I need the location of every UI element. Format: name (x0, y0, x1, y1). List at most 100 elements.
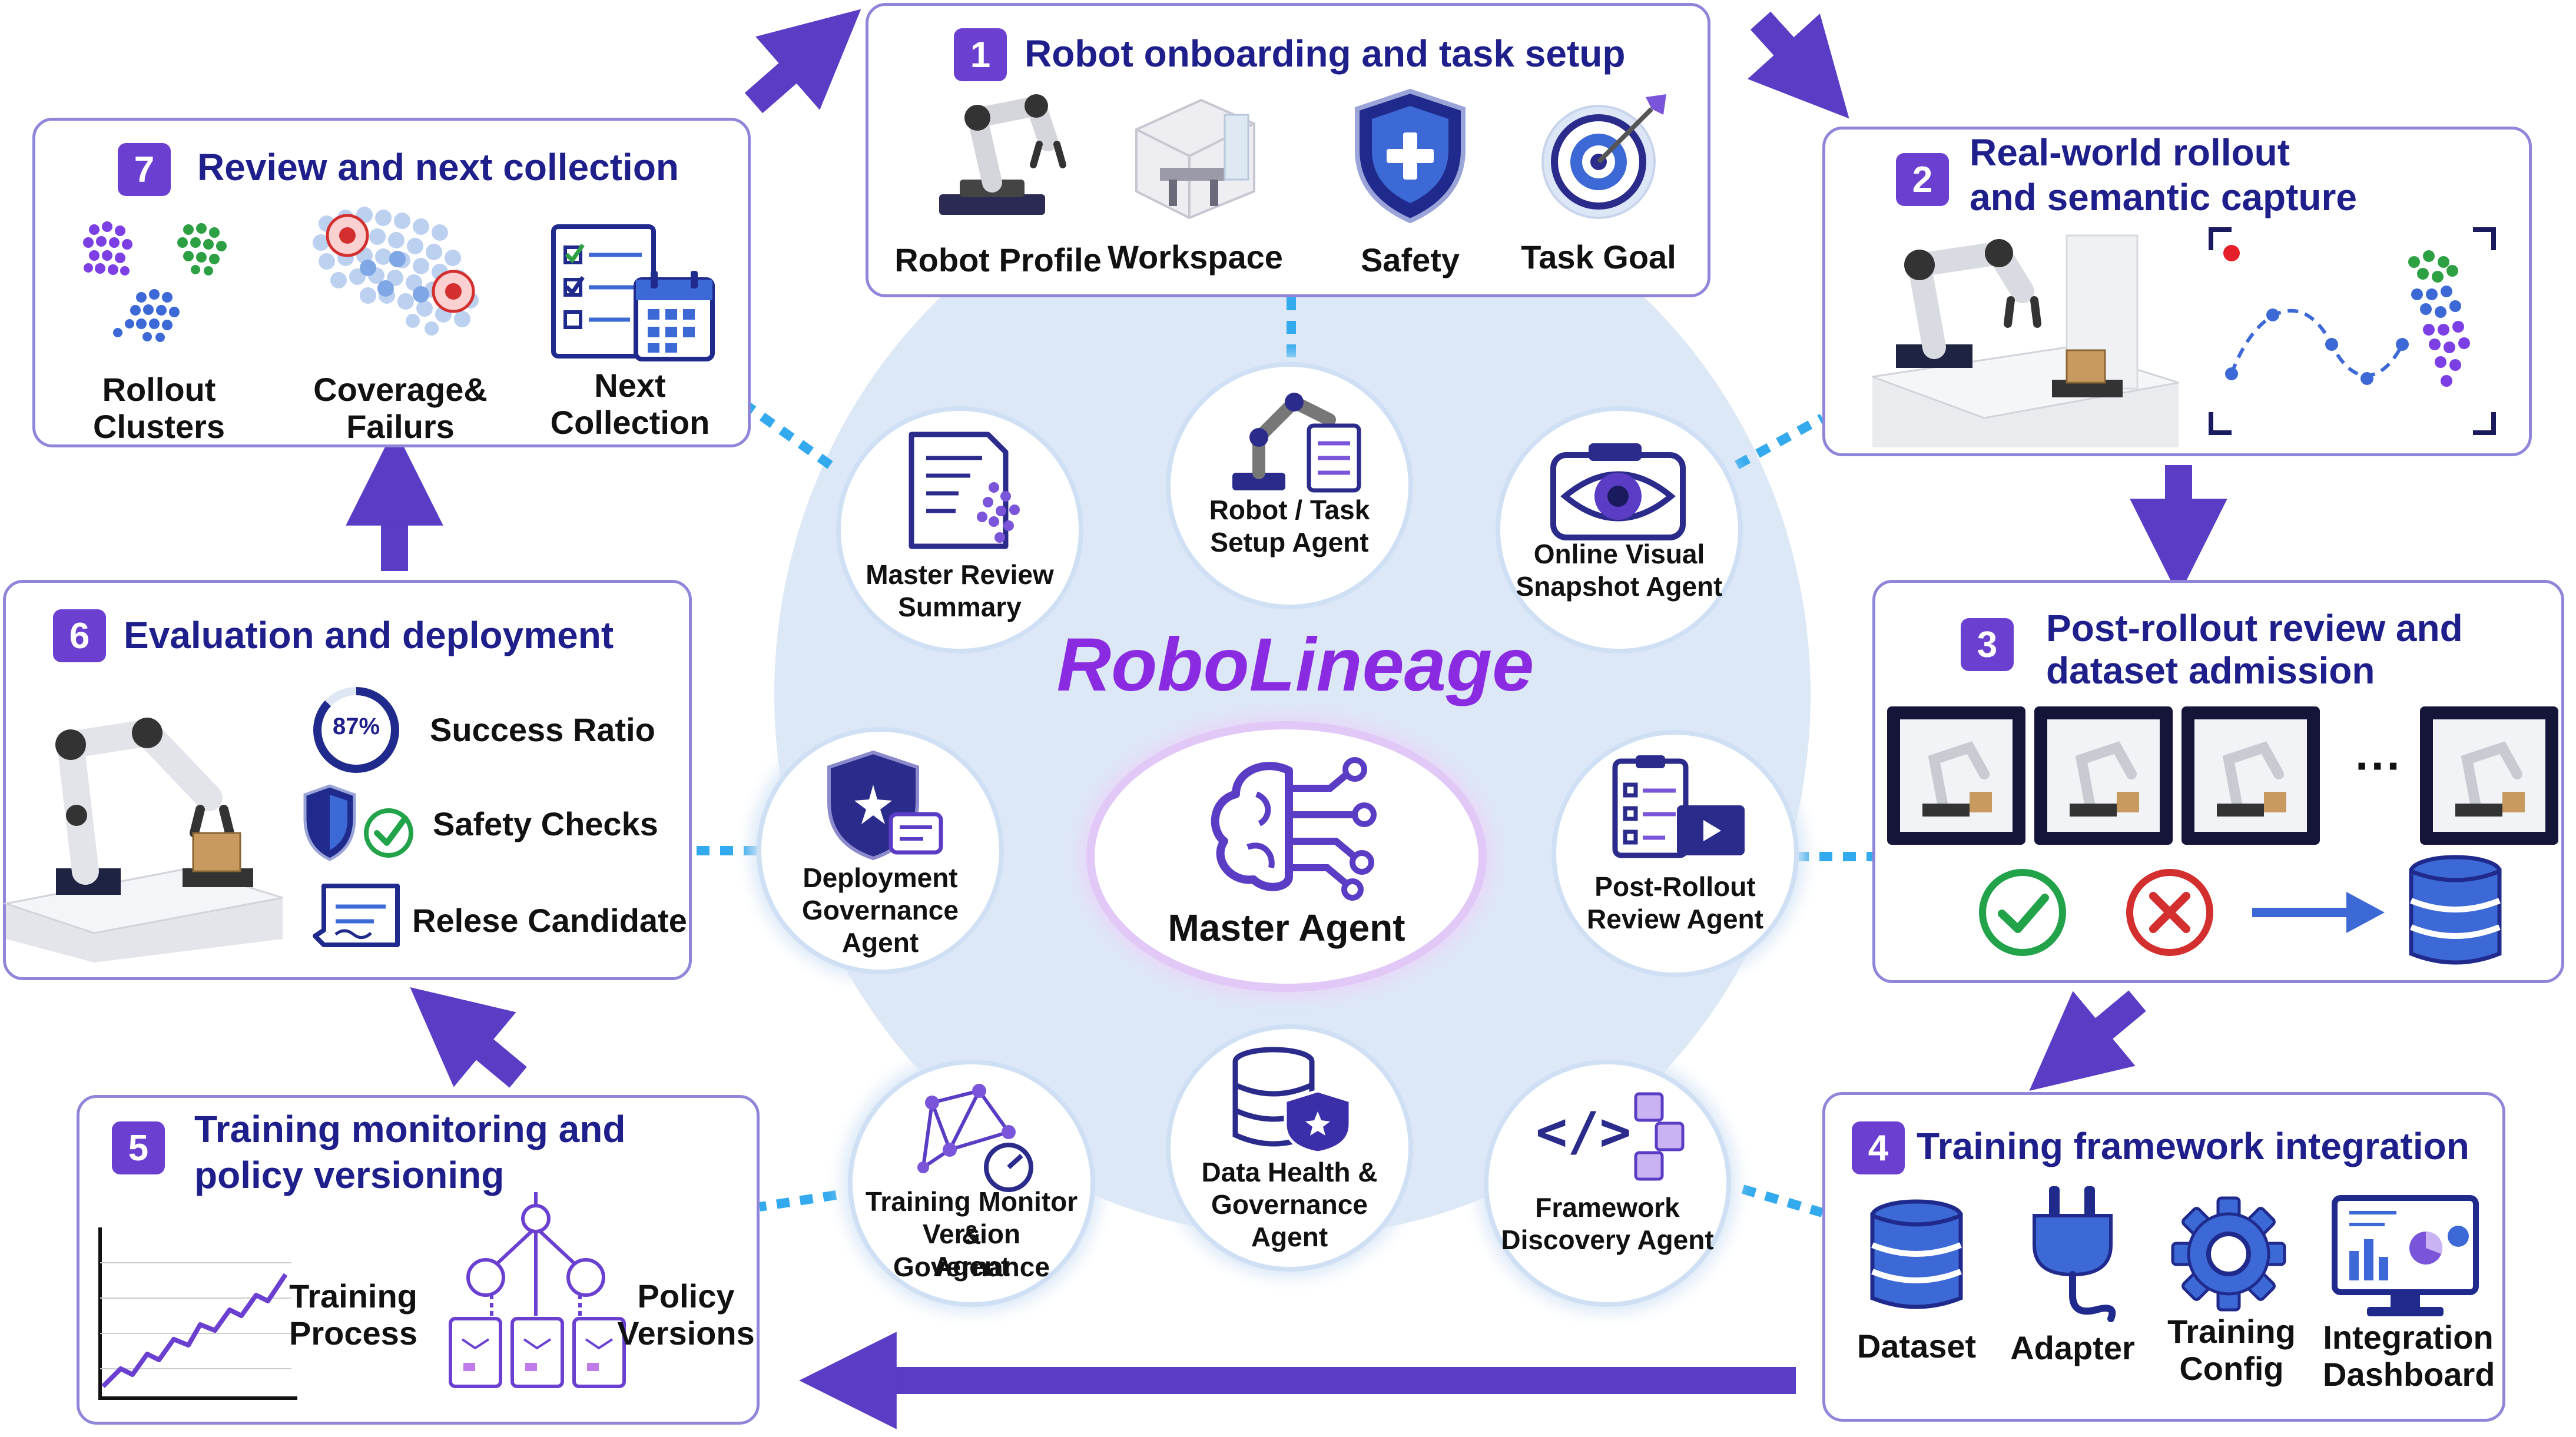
workspace-icon (1135, 98, 1255, 220)
release-candidate-icon (313, 884, 400, 947)
rollout-clusters-icon (83, 221, 227, 342)
step-badge-6: 6 (53, 609, 106, 662)
rollout-clusters-label-2: Clusters (92, 408, 226, 445)
policy-versions-label-1: Policy (637, 1277, 735, 1315)
checklist-calendar-icon (551, 224, 715, 361)
data-health-label-1: Data Health & (1201, 1157, 1378, 1187)
master-review-label-1: Master Review (866, 559, 1054, 590)
video-frames-strip (1887, 706, 2558, 845)
arrow-5-to-6 (410, 987, 527, 1088)
panel-2-title-line-2: and semantic capture (1970, 176, 2357, 218)
panel-5-title-line-1: Training monitoring and (194, 1108, 626, 1150)
panel-3-title-line-2: dataset admission (2046, 649, 2375, 692)
release-candidate-label: Relese Candidate (412, 902, 687, 939)
robot-task-label-1: Robot / Task (1209, 495, 1370, 525)
step-badge-5: 5 (112, 1121, 165, 1174)
shield-check-icon (303, 784, 413, 861)
panel-evaluation-deployment: 6 Evaluation and deployment 87% Success … (2, 580, 692, 980)
post-rollout-review-agent[interactable]: Post-Rollout Review Agent (1551, 730, 1799, 977)
panel-training-framework: 4 Training framework integration Dataset… (1822, 1092, 2505, 1422)
framework-label-1: Framework (1535, 1192, 1680, 1223)
rollout-clusters-label-1: Rollout (102, 371, 216, 408)
panel-6-title: Evaluation and deployment (124, 614, 614, 656)
deployment-label-3: Agent (841, 927, 919, 958)
online-visual-label-1: Online Visual (1533, 539, 1705, 569)
training-config-label-2: Config (2179, 1350, 2284, 1387)
online-visual-snapshot-agent[interactable]: Online Visual Snapshot Agent (1496, 406, 1743, 653)
panel-robot-onboarding: 1 Robot onboarding and task setup Robot … (866, 3, 1710, 297)
workspace-label: Workspace (1108, 238, 1283, 276)
brand-title: RoboLineage (1056, 623, 1534, 707)
step-badge-7: 7 (118, 143, 171, 196)
check-circle-icon (1979, 869, 2066, 956)
robot-profile-label: Robot Profile (894, 241, 1102, 278)
step-badge-3: 3 (1961, 618, 2014, 671)
step-badge-1: 1 (954, 28, 1007, 81)
panel-1-title: Robot onboarding and task setup (1025, 32, 1626, 75)
online-visual-label-2: Snapshot Agent (1516, 571, 1723, 602)
integration-dashboard-label-2: Dashboard (2323, 1356, 2495, 1393)
document-cluster-icon (909, 432, 1020, 549)
data-health-governance-agent[interactable]: Data Health & Governance Agent (1166, 1024, 1413, 1272)
ratio-fill (313, 687, 399, 773)
framework-discovery-agent[interactable]: </> Framework Discovery Agent (1484, 1060, 1731, 1307)
reject-circle-icon (2126, 869, 2213, 956)
next-collection-label-1: Next (594, 367, 666, 404)
robot-task-setup-agent[interactable]: Robot / Task Setup Agent (1166, 362, 1413, 609)
panel-review-next-collection: 7 Review and next collection Rollout Clu… (32, 118, 751, 447)
policy-versions-label-2: Versions (617, 1315, 755, 1352)
data-health-label-2: Governance (1211, 1189, 1368, 1220)
master-review-summary[interactable]: Master Review Summary (836, 406, 1083, 653)
training-curve-chart (98, 1227, 297, 1400)
training-monitor-label-2: Version Governance (893, 1219, 1050, 1282)
training-monitor-label-3: Agent (933, 1251, 1010, 1282)
coverage-failures-label-2: Failurs (346, 408, 455, 445)
training-process-label-1: Training (289, 1277, 417, 1315)
svg-text:</>: </> (1536, 1101, 1632, 1163)
panel-post-rollout-review: 3 Post-rollout review and dataset admiss… (1872, 580, 2564, 983)
database-icon (2409, 855, 2502, 965)
arrow-1-to-2 (1748, 11, 1849, 119)
dataset-icon (1870, 1199, 1963, 1309)
robot-deployment-icon (2, 718, 283, 963)
target-goal-icon (1541, 94, 1666, 219)
training-monitor-agent[interactable]: Training Monitor & Version Governance Ag… (848, 1060, 1095, 1307)
robot-arm-icon (939, 94, 1066, 215)
robot-checklist-icon (1232, 393, 1361, 493)
safety-label: Safety (1360, 241, 1460, 278)
next-collection-label-2: Collection (550, 404, 710, 441)
panel-7-title: Review and next collection (197, 146, 679, 188)
integration-dashboard-label-1: Integration (2323, 1319, 2494, 1356)
arrow-7-to-1 (744, 9, 861, 114)
adapter-label: Adapter (2010, 1329, 2135, 1366)
master-agent-node[interactable]: Master Agent (1086, 721, 1487, 992)
deployment-label-1: Deployment (803, 862, 958, 893)
shield-icon (1355, 88, 1466, 224)
post-rollout-label-1: Post-Rollout (1594, 871, 1756, 902)
robot-scene-icon (1872, 234, 2179, 447)
data-health-label-3: Agent (1251, 1222, 1328, 1252)
eye-camera-icon (1550, 443, 1686, 540)
arrow-3-to-4 (2029, 990, 2146, 1091)
coverage-failures-icon (313, 207, 479, 336)
training-monitor-label-1: Training Monitor & (865, 1186, 1078, 1250)
success-ratio-label: Success Ratio (430, 711, 655, 748)
success-ratio-value: 87% (332, 713, 380, 739)
clipboard-video-icon (1612, 755, 1745, 858)
gear-icon (2171, 1196, 2286, 1312)
deployment-governance-agent[interactable]: Deployment Governance Agent (757, 727, 1004, 974)
step-badge-4: 4 (1852, 1121, 1905, 1174)
master-agent-label: Master Agent (1168, 907, 1405, 949)
master-review-label-2: Summary (898, 592, 1022, 622)
training-config-label-1: Training (2167, 1313, 2296, 1350)
database-shield-icon (1232, 1047, 1352, 1154)
shield-chat-icon (827, 750, 943, 861)
panel-5-title-line-2: policy versioning (194, 1154, 505, 1196)
framework-label-2: Discovery Agent (1501, 1224, 1714, 1255)
training-process-label-2: Process (289, 1315, 417, 1352)
frames-ellipsis: ··· (2355, 739, 2402, 792)
adapter-plug-icon (2033, 1186, 2116, 1322)
